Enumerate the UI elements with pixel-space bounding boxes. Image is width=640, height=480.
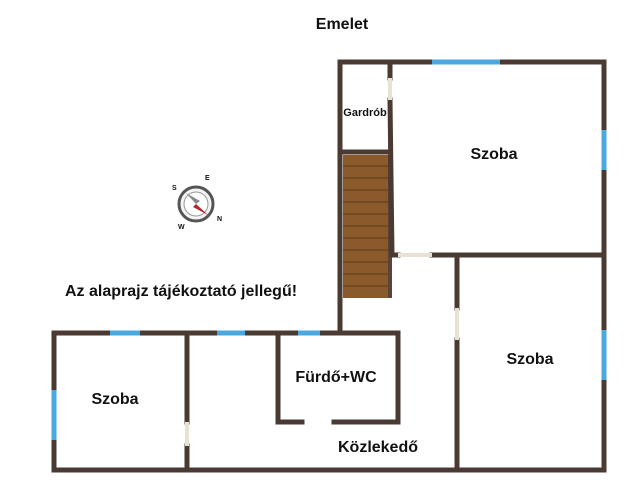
walls: [51, 59, 607, 473]
doors: [185, 78, 459, 446]
room-label-room-mid-right: Szoba: [506, 351, 553, 368]
floor-title: Emelet: [316, 16, 369, 33]
disclaimer-text: Az alaprajz tájékoztató jellegű!: [65, 283, 297, 300]
compass-label-e: E: [205, 175, 210, 182]
staircase: [343, 155, 392, 298]
room-label-hallway: Közlekedő: [338, 439, 418, 456]
room-label-room-top-right: Szoba: [470, 146, 517, 163]
room-label-bathroom: Fürdő+WC: [295, 369, 377, 386]
room-label-room-left: Szoba: [91, 391, 138, 408]
compass-label-s: S: [172, 185, 177, 192]
compass-label-w: W: [178, 224, 185, 231]
compass-icon: S E N W: [172, 175, 222, 231]
compass-label-n: N: [217, 216, 222, 223]
room-label-wardrobe: Gardrób: [343, 107, 387, 119]
windows: [51, 59, 607, 440]
